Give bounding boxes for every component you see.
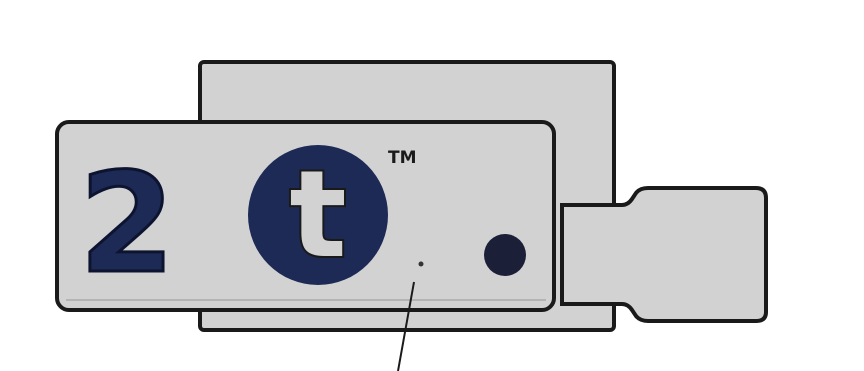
callout-point	[418, 261, 424, 267]
leader-line	[397, 281, 415, 371]
indicator-dot	[484, 234, 526, 276]
trademark-mark: TM	[388, 148, 417, 168]
logo-letter: t	[289, 146, 346, 285]
digit-label: 2	[79, 143, 175, 304]
connector-tab	[560, 186, 768, 323]
logo-circle	[248, 145, 388, 285]
